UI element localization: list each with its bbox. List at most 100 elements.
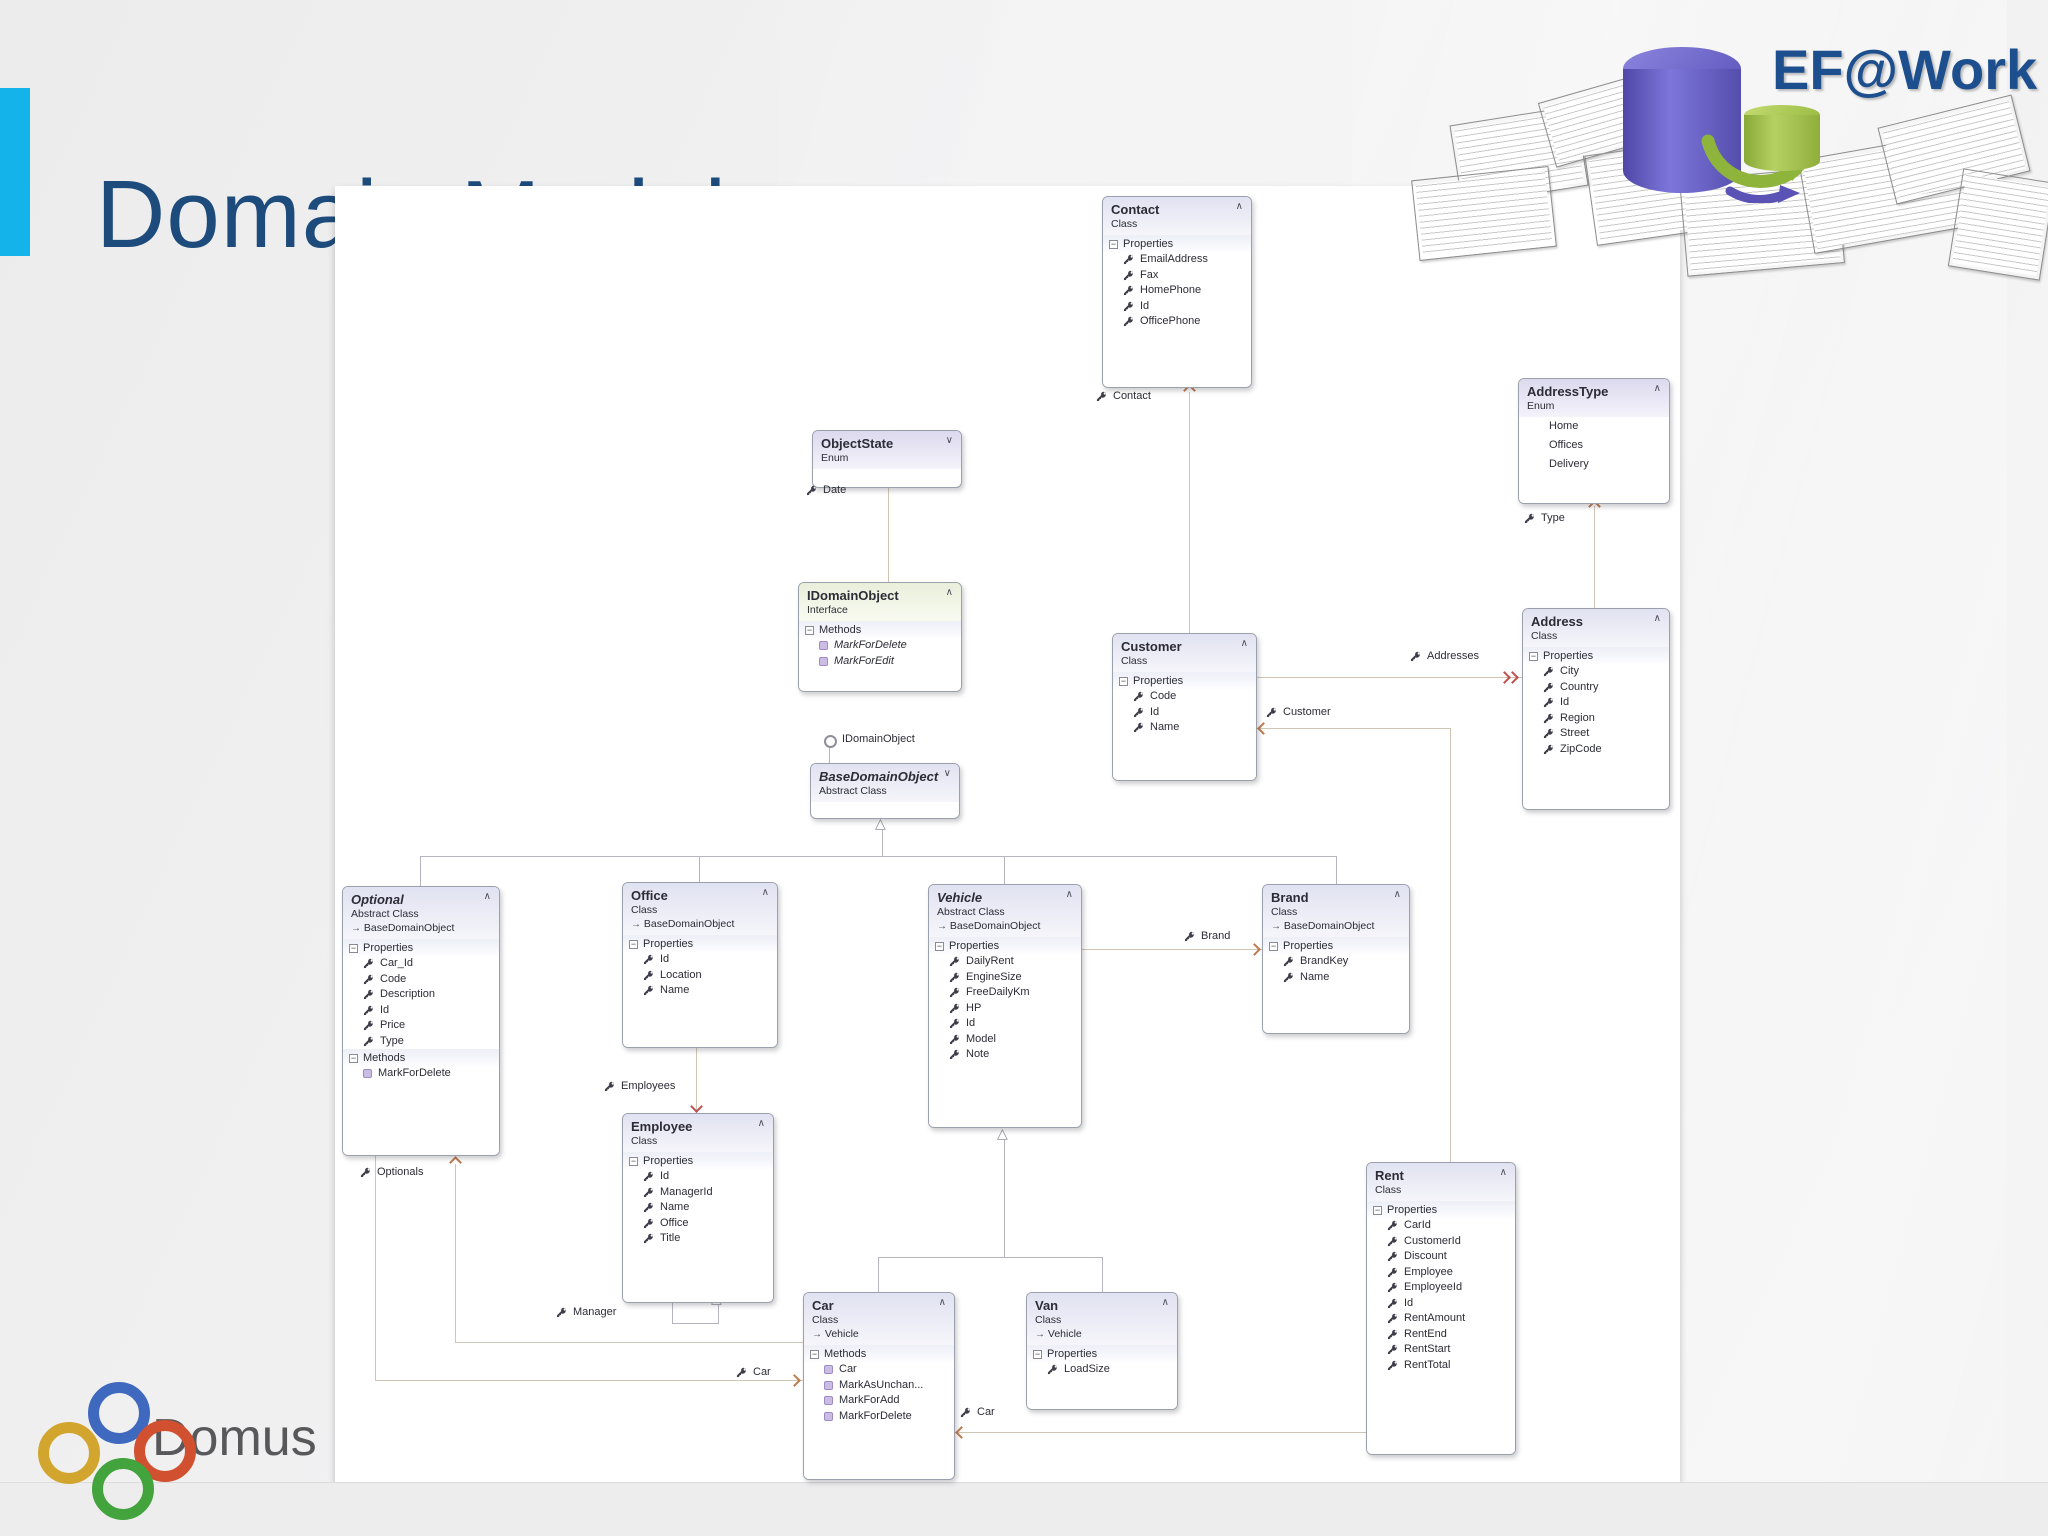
- member-row[interactable]: DailyRent: [929, 954, 1081, 970]
- collapse-section-icon[interactable]: −: [1529, 650, 1538, 661]
- member-row[interactable]: EngineSize: [929, 970, 1081, 986]
- enum-value[interactable]: Offices: [1549, 439, 1584, 451]
- section-header[interactable]: −Properties: [1367, 1201, 1515, 1218]
- member-row[interactable]: Country: [1523, 680, 1669, 696]
- member-row[interactable]: Office: [623, 1216, 773, 1232]
- association-label-employees[interactable]: Employees: [604, 1080, 675, 1092]
- member-row[interactable]: Region: [1523, 711, 1669, 727]
- section-header[interactable]: −Methods: [804, 1345, 954, 1362]
- collapse-section-icon[interactable]: −: [935, 940, 944, 951]
- member-row[interactable]: Employee: [1367, 1265, 1515, 1281]
- member-row[interactable]: EmailAddress: [1103, 252, 1251, 268]
- class-header[interactable]: Rent∧Class: [1367, 1163, 1515, 1201]
- member-row[interactable]: FreeDailyKm: [929, 985, 1081, 1001]
- class-header[interactable]: Brand∧Class→ BaseDomainObject: [1263, 885, 1409, 937]
- member-row[interactable]: CarId: [1367, 1218, 1515, 1234]
- member-row[interactable]: MarkForEdit: [799, 654, 961, 670]
- member-row[interactable]: MarkForDelete: [343, 1066, 499, 1082]
- member-row[interactable]: Id: [623, 952, 777, 968]
- section-header[interactable]: −Properties: [1523, 647, 1669, 664]
- association-label-type[interactable]: Type: [1524, 512, 1565, 524]
- collapse-section-icon[interactable]: −: [349, 1052, 358, 1063]
- member-row[interactable]: Model: [929, 1032, 1081, 1048]
- section-header[interactable]: −Properties: [1103, 235, 1251, 252]
- member-row[interactable]: RentEnd: [1367, 1327, 1515, 1343]
- member-row[interactable]: ZipCode: [1523, 742, 1669, 758]
- member-row[interactable]: Location: [623, 968, 777, 984]
- member-row[interactable]: Name: [623, 1200, 773, 1216]
- chevron-up-icon[interactable]: ∧: [757, 1118, 765, 1129]
- collapse-section-icon[interactable]: −: [805, 624, 814, 635]
- class-box-office[interactable]: Office∧Class→ BaseDomainObject−Propertie…: [622, 882, 778, 1048]
- member-row[interactable]: Id: [929, 1016, 1081, 1032]
- member-row[interactable]: CustomerId: [1367, 1234, 1515, 1250]
- section-header[interactable]: −Properties: [929, 937, 1081, 954]
- class-box-objectstate[interactable]: ObjectState∨Enum: [812, 430, 962, 488]
- section-header[interactable]: −Methods: [343, 1049, 499, 1066]
- association-label-state[interactable]: Date: [806, 484, 846, 496]
- section-header[interactable]: −Properties: [343, 939, 499, 956]
- section-header[interactable]: −Properties: [1263, 937, 1409, 954]
- member-row[interactable]: MarkAsUnchan...: [804, 1378, 954, 1394]
- member-row[interactable]: Code: [1113, 689, 1256, 705]
- member-row[interactable]: Id: [1523, 695, 1669, 711]
- member-row[interactable]: Id: [1113, 705, 1256, 721]
- member-row[interactable]: Id: [1367, 1296, 1515, 1312]
- member-row[interactable]: Fax: [1103, 268, 1251, 284]
- chevron-up-icon[interactable]: ∧: [1653, 383, 1661, 394]
- class-header[interactable]: Contact∧Class: [1103, 197, 1251, 235]
- member-row[interactable]: Name: [623, 983, 777, 999]
- member-row[interactable]: HP: [929, 1001, 1081, 1017]
- section-header[interactable]: −Methods: [799, 621, 961, 638]
- association-label-contact[interactable]: Contact: [1096, 390, 1151, 402]
- member-row[interactable]: MarkForDelete: [799, 638, 961, 654]
- member-row[interactable]: Note: [929, 1047, 1081, 1063]
- collapse-section-icon[interactable]: −: [629, 1155, 638, 1166]
- chevron-up-icon[interactable]: ∧: [483, 891, 491, 902]
- chevron-up-icon[interactable]: ∧: [945, 587, 953, 598]
- member-row[interactable]: Description: [343, 987, 499, 1003]
- chevron-up-icon[interactable]: ∧: [1393, 889, 1401, 900]
- association-label-car[interactable]: Car: [960, 1406, 995, 1418]
- chevron-up-icon[interactable]: ∧: [1235, 201, 1243, 212]
- chevron-up-icon[interactable]: ∧: [1240, 638, 1248, 649]
- class-header[interactable]: Van∧Class→ Vehicle: [1027, 1293, 1177, 1345]
- chevron-up-icon[interactable]: ∧: [1499, 1167, 1507, 1178]
- lollipop-label[interactable]: IDomainObject: [842, 733, 915, 745]
- class-header[interactable]: Customer∧Class: [1113, 634, 1256, 672]
- member-row[interactable]: RentTotal: [1367, 1358, 1515, 1374]
- class-header[interactable]: AddressType∧Enum: [1519, 379, 1669, 417]
- class-header[interactable]: Address∧Class: [1523, 609, 1669, 647]
- member-row[interactable]: MarkForDelete: [804, 1409, 954, 1425]
- section-header[interactable]: −Properties: [1113, 672, 1256, 689]
- member-row[interactable]: ManagerId: [623, 1185, 773, 1201]
- member-row[interactable]: Street: [1523, 726, 1669, 742]
- member-row[interactable]: Id: [343, 1003, 499, 1019]
- member-row[interactable]: Price: [343, 1018, 499, 1034]
- class-header[interactable]: Employee∧Class: [623, 1114, 773, 1152]
- association-label-brand[interactable]: Brand: [1184, 930, 1230, 942]
- class-box-vehicle[interactable]: Vehicle∧Abstract Class→ BaseDomainObject…: [928, 884, 1082, 1128]
- association-label-manager[interactable]: Manager: [556, 1306, 616, 1318]
- chevron-up-icon[interactable]: ∧: [1653, 613, 1661, 624]
- member-row[interactable]: Name: [1113, 720, 1256, 736]
- member-row[interactable]: City: [1523, 664, 1669, 680]
- member-row[interactable]: Type: [343, 1034, 499, 1050]
- chevron-up-icon[interactable]: ∧: [1161, 1297, 1169, 1308]
- member-row[interactable]: Title: [623, 1231, 773, 1247]
- member-row[interactable]: Id: [1103, 299, 1251, 315]
- member-row[interactable]: LoadSize: [1027, 1362, 1177, 1378]
- section-header[interactable]: −Properties: [623, 935, 777, 952]
- chevron-up-icon[interactable]: ∧: [761, 887, 769, 898]
- member-row[interactable]: Id: [623, 1169, 773, 1185]
- enum-value[interactable]: Home: [1549, 420, 1579, 432]
- member-row[interactable]: BrandKey: [1263, 954, 1409, 970]
- class-box-brand[interactable]: Brand∧Class→ BaseDomainObject−Properties…: [1262, 884, 1410, 1034]
